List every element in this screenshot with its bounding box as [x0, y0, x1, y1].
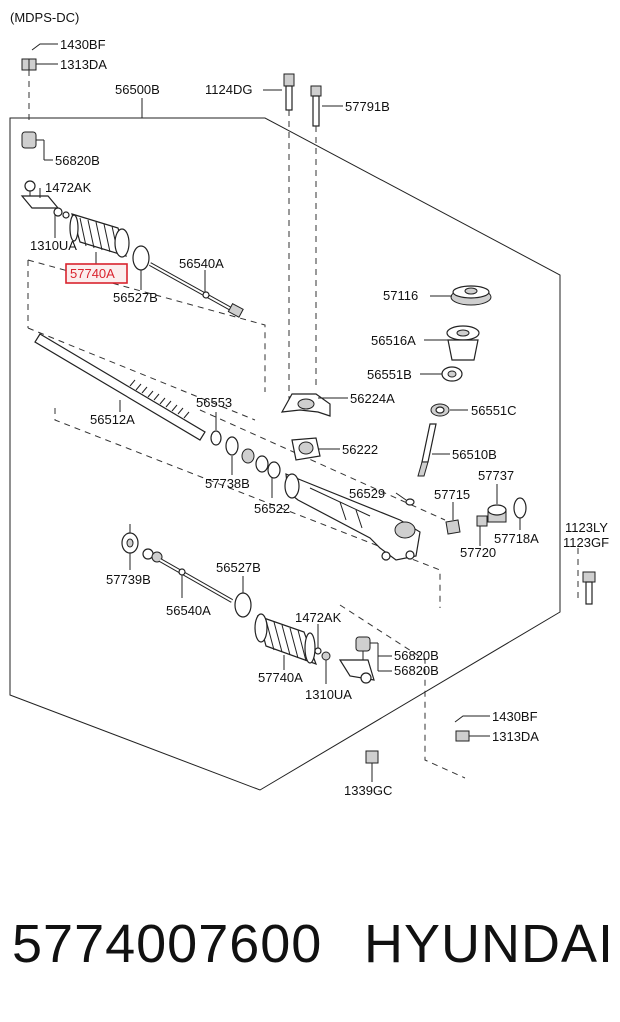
nut-1339GC-icon: [365, 750, 379, 764]
ring-56553-icon: [210, 430, 222, 446]
nut-56820B-top-icon: [21, 131, 37, 149]
label-56553: 56553: [196, 395, 232, 410]
bolt-1430BF-bottom-icon: [454, 715, 478, 723]
label-1123LY: 1123LY: [565, 520, 608, 535]
nut-57720-icon: [476, 515, 488, 527]
label-56510B: 56510B: [452, 447, 497, 462]
label-1430BF-top: 1430BF: [60, 37, 106, 52]
bolt-57791B-icon: [310, 85, 322, 127]
highlight-box-57740A: [65, 263, 128, 284]
jam-nut-bottom-icon: [321, 651, 331, 661]
footer-brand: HYUNDAI: [364, 914, 614, 974]
mount-57116-icon: [450, 285, 492, 306]
clamp-56527B-bottom-icon: [234, 592, 252, 618]
ring-57718A-icon: [513, 497, 527, 519]
bolt-1123-icon: [582, 571, 596, 605]
gear-housing-icon: [284, 473, 421, 561]
assembly-frame: [9, 117, 561, 791]
subframe-tie-rod-top: [27, 259, 266, 392]
label-57739B: 57739B: [106, 572, 151, 587]
ring-57738B-b-icon: [241, 448, 255, 464]
bushing-56222-icon: [291, 437, 321, 461]
label-56522: 56522: [254, 501, 290, 516]
bushing-56516A-icon: [446, 325, 480, 361]
label-1313DA-top: 1313DA: [60, 57, 107, 72]
label-57740A-bottom: 57740A: [258, 670, 303, 685]
nut-1313DA-bottom-icon: [455, 730, 470, 742]
rack-56512A-icon: [34, 333, 206, 441]
label-56527B-top: 56527B: [113, 290, 158, 305]
subframe-bottom: [339, 604, 466, 779]
label-1310UA-top: 1310UA: [30, 238, 77, 253]
label-57720: 57720: [460, 545, 496, 560]
label-56527B-bottom: 56527B: [216, 560, 261, 575]
inner-tie-rod-bottom-icon: [142, 548, 233, 603]
subframe-rack: [54, 408, 441, 608]
label-1430BF-bottom: 1430BF: [492, 709, 538, 724]
label-1472AK-top: 1472AK: [45, 180, 92, 195]
label-56512A: 56512A: [90, 412, 135, 427]
label-56500B: 56500B: [115, 82, 160, 97]
label-57116: 57116: [383, 288, 418, 303]
label-56551C: 56551C: [471, 403, 517, 418]
variant-label: (MDPS-DC): [10, 10, 79, 25]
label-56551B: 56551B: [367, 367, 412, 382]
label-57715: 57715: [434, 487, 470, 502]
label-56820B-bottom-1: 56820B: [394, 648, 439, 663]
label-57737: 57737: [478, 468, 514, 483]
bearing-56551C-icon: [430, 403, 450, 417]
footer-part-number: 5774007600: [12, 914, 322, 974]
label-57738B: 57738B: [205, 476, 250, 491]
label-1310UA-bottom: 1310UA: [305, 687, 352, 702]
label-57791B: 57791B: [345, 99, 390, 114]
label-1123GF: 1123GF: [563, 535, 609, 550]
nut-1313DA-top-icon: [21, 58, 37, 71]
seal-56551B-icon: [441, 366, 463, 382]
tie-rod-end-bottom-icon: [338, 636, 375, 684]
label-56540A-bottom: 56540A: [166, 603, 211, 618]
label-1472AK-bottom: 1472AK: [295, 610, 342, 625]
yoke-57737-icon: [487, 504, 507, 523]
label-56222: 56222: [342, 442, 378, 457]
label-56516A: 56516A: [371, 333, 416, 348]
washer-bottom-icon: [314, 647, 322, 655]
ring-57738B-a-icon: [225, 436, 239, 456]
bolt-1124DG-icon: [283, 73, 295, 111]
label-56540A-top: 56540A: [179, 256, 224, 271]
label-1124DG: 1124DG: [205, 82, 252, 97]
bracket-56224A-icon: [280, 393, 331, 417]
label-56820B-top: 56820B: [55, 153, 100, 168]
tie-rod-end-top-icon: [20, 180, 60, 209]
label-56224A: 56224A: [350, 391, 395, 406]
label-1313DA-bottom: 1313DA: [492, 729, 539, 744]
label-57718A: 57718A: [494, 531, 539, 546]
boot-57740A-bottom-icon: [254, 613, 318, 666]
label-1339GC: 1339GC: [344, 783, 392, 798]
bolt-1430BF-top-icon: [31, 43, 58, 51]
inner-tie-rod-top-icon: [149, 262, 244, 318]
boot-57740A-top-icon: [69, 213, 130, 258]
plug-57715-icon: [445, 519, 461, 535]
clamp-56527B-top-icon: [132, 245, 150, 271]
pinion-56510B-icon: [417, 423, 437, 477]
ring-56529-icon: [405, 498, 415, 506]
ring-56522-b-icon: [267, 461, 281, 479]
label-56820B-bottom-2: 56820B: [394, 663, 439, 678]
label-57740A-top-highlighted: 57740A: [70, 266, 115, 281]
ring-57739B-icon: [121, 532, 139, 554]
ring-56522-a-icon: [255, 455, 269, 473]
jam-nut-top-icon: [53, 207, 63, 217]
label-56529: 56529: [349, 486, 385, 501]
